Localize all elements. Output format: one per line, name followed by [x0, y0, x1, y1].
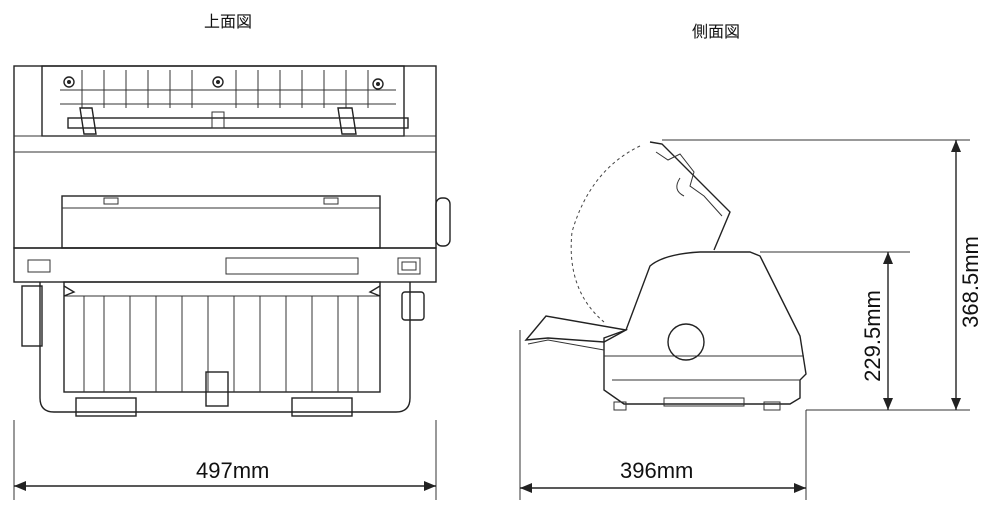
right-guide-arrow	[368, 285, 381, 297]
left-guide-arrow	[63, 285, 76, 297]
top-view	[13, 65, 451, 500]
tractor-bar	[67, 117, 409, 129]
paper-guide	[524, 315, 629, 343]
open-height-label: 368.5mm	[958, 236, 983, 328]
closed-height-label: 229.5mm	[860, 290, 885, 382]
top-view-title: 上面図	[204, 12, 253, 31]
top-view-body	[13, 65, 437, 249]
side-view	[519, 139, 970, 500]
tray-ribs	[64, 295, 380, 392]
top-tractor-cover	[41, 65, 405, 137]
front-panel	[13, 247, 437, 283]
screw-icon	[63, 76, 75, 88]
platen-knob-side	[667, 323, 705, 361]
right-foot	[291, 397, 353, 417]
width-label: 497mm	[196, 458, 269, 483]
open-lid	[649, 141, 731, 251]
screw-icon	[372, 78, 384, 90]
left-foot	[75, 397, 137, 417]
platen-knob	[435, 197, 451, 247]
paper-tray	[63, 281, 381, 393]
lid-swing-arc	[570, 145, 641, 323]
screw-icon	[212, 76, 224, 88]
printer-side-body	[603, 251, 807, 405]
right-tractor	[337, 107, 357, 135]
depth-label: 396mm	[620, 458, 693, 483]
side-view-title: 側面図	[692, 22, 741, 41]
paper-feeder	[39, 282, 411, 413]
top-cover-grid	[60, 70, 396, 108]
left-tractor	[79, 107, 97, 135]
